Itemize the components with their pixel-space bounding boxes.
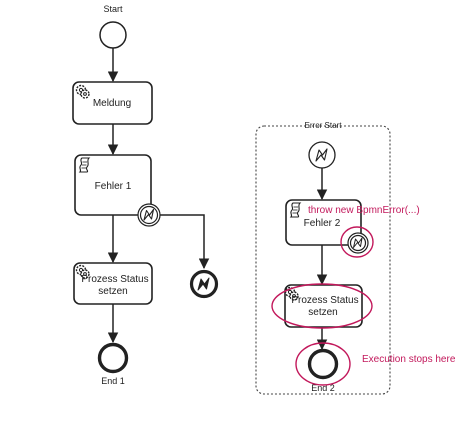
- boundary-error-event[interactable]: [347, 232, 369, 254]
- highlight-ellipse: [340, 226, 374, 258]
- lightning-bolt-icon: [353, 237, 363, 248]
- stop-annotation: Execution stops here: [362, 354, 456, 365]
- task-prozess-status-1-line1: Prozess Status: [81, 274, 148, 285]
- end-event-2-label: End 2: [311, 383, 335, 393]
- gear-icon: [75, 264, 90, 279]
- boundary-error-event[interactable]: [137, 203, 161, 227]
- gear-icon: [75, 84, 90, 99]
- task-meldung-label: Meldung: [93, 98, 131, 109]
- task-prozess-status-1[interactable]: Prozess Status setzen: [73, 262, 153, 305]
- highlight-ellipse: [295, 342, 351, 386]
- start-event[interactable]: [99, 21, 127, 49]
- event-subprocess[interactable]: [255, 125, 391, 395]
- throw-annotation: throw new BpmnError(...): [308, 205, 420, 216]
- sequence-flow: [160, 214, 210, 270]
- task-meldung[interactable]: Meldung: [72, 81, 153, 125]
- task-fehler-1-label: Fehler 1: [95, 181, 132, 192]
- highlight-ellipse: [271, 283, 373, 329]
- error-start-event[interactable]: [308, 141, 336, 169]
- lightning-bolt-icon: [315, 148, 328, 162]
- lightning-bolt-icon: [143, 208, 155, 221]
- task-fehler-2[interactable]: Fehler 2: [285, 199, 362, 246]
- end-event-1-label: End 1: [101, 376, 125, 386]
- task-prozess-status-1-line2: setzen: [98, 286, 127, 297]
- task-fehler-2-label: Fehler 2: [304, 218, 341, 229]
- task-prozess-status-2[interactable]: Prozess Status setzen: [284, 284, 363, 328]
- task-fehler-1[interactable]: Fehler 1: [74, 154, 152, 216]
- event-subprocess-label: Error Start: [305, 121, 343, 130]
- task-prozess-status-2-line2: setzen: [308, 307, 337, 318]
- script-icon: [289, 202, 302, 218]
- script-icon: [78, 157, 91, 173]
- lightning-bolt-icon: [197, 277, 210, 291]
- end-event-2[interactable]: [307, 348, 339, 380]
- task-prozess-status-2-line1: Prozess Status: [291, 295, 358, 306]
- start-event-label: Start: [103, 4, 123, 14]
- gear-icon: [284, 286, 299, 301]
- error-end-event[interactable]: [189, 269, 219, 299]
- end-event-1[interactable]: [97, 342, 129, 374]
